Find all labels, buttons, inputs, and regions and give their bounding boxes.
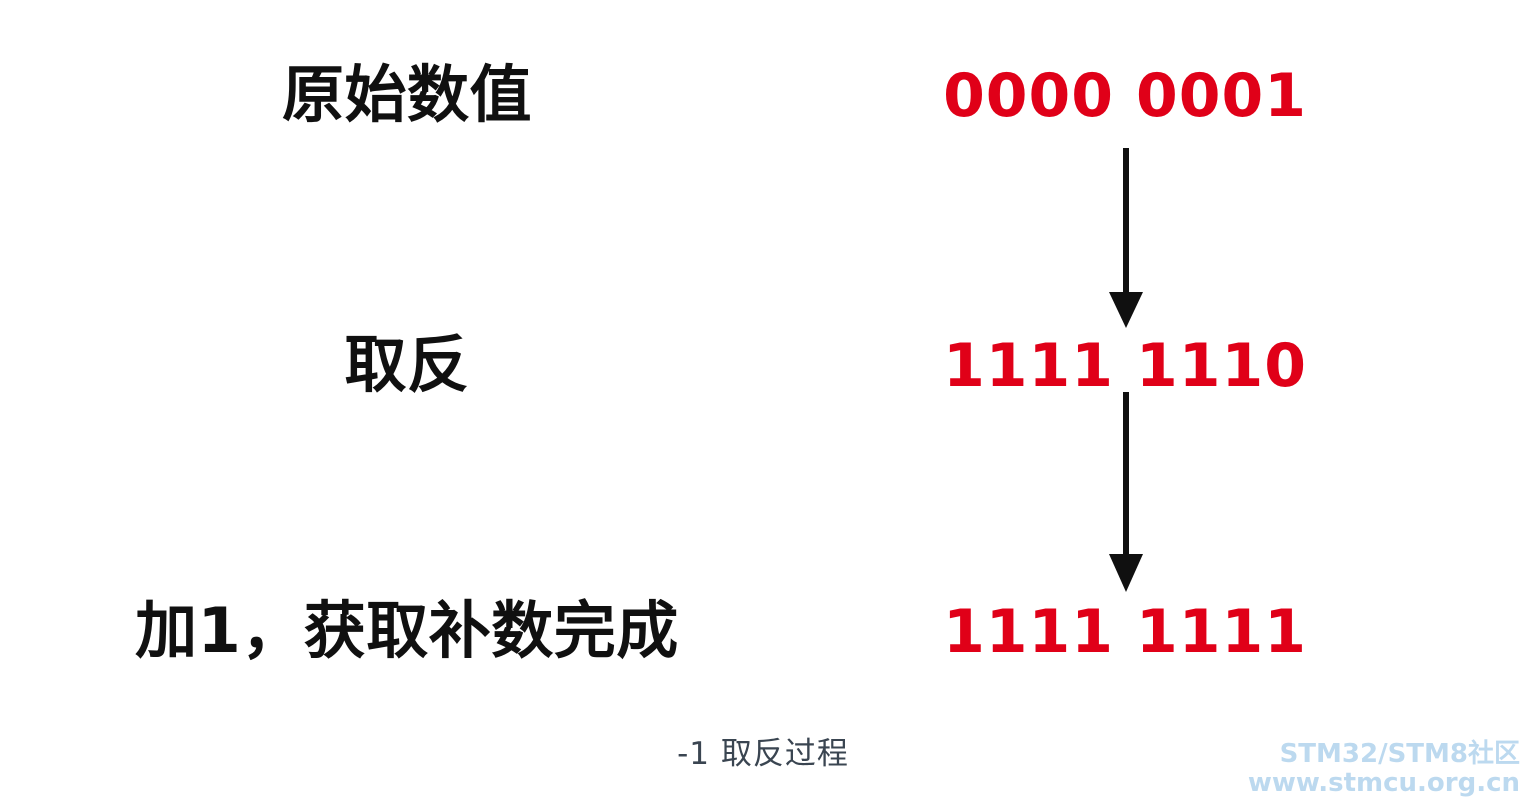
step-label-invert: 取反 — [344, 328, 470, 401]
down-arrow-icon — [1096, 392, 1156, 592]
binary-value-complement: 1111 1111 — [943, 597, 1307, 667]
down-arrow-glyph — [1109, 148, 1143, 328]
figure-caption: -1 取反过程 — [677, 736, 849, 772]
binary-value-inverted: 1111 1110 — [943, 331, 1307, 401]
down-arrow-glyph — [1109, 392, 1143, 592]
down-arrow-icon — [1096, 148, 1156, 328]
watermark-url: www.stmcu.org.cn — [1247, 768, 1520, 799]
step-label-add-one-complement: 加1，获取补数完成 — [135, 594, 679, 667]
watermark: STM32/STM8社区 www.stmcu.org.cn — [1247, 739, 1520, 799]
watermark-community-name: STM32/STM8社区 — [1279, 739, 1520, 769]
step-label-original-value: 原始数值 — [281, 58, 532, 131]
binary-value-original: 0000 0001 — [943, 61, 1307, 131]
